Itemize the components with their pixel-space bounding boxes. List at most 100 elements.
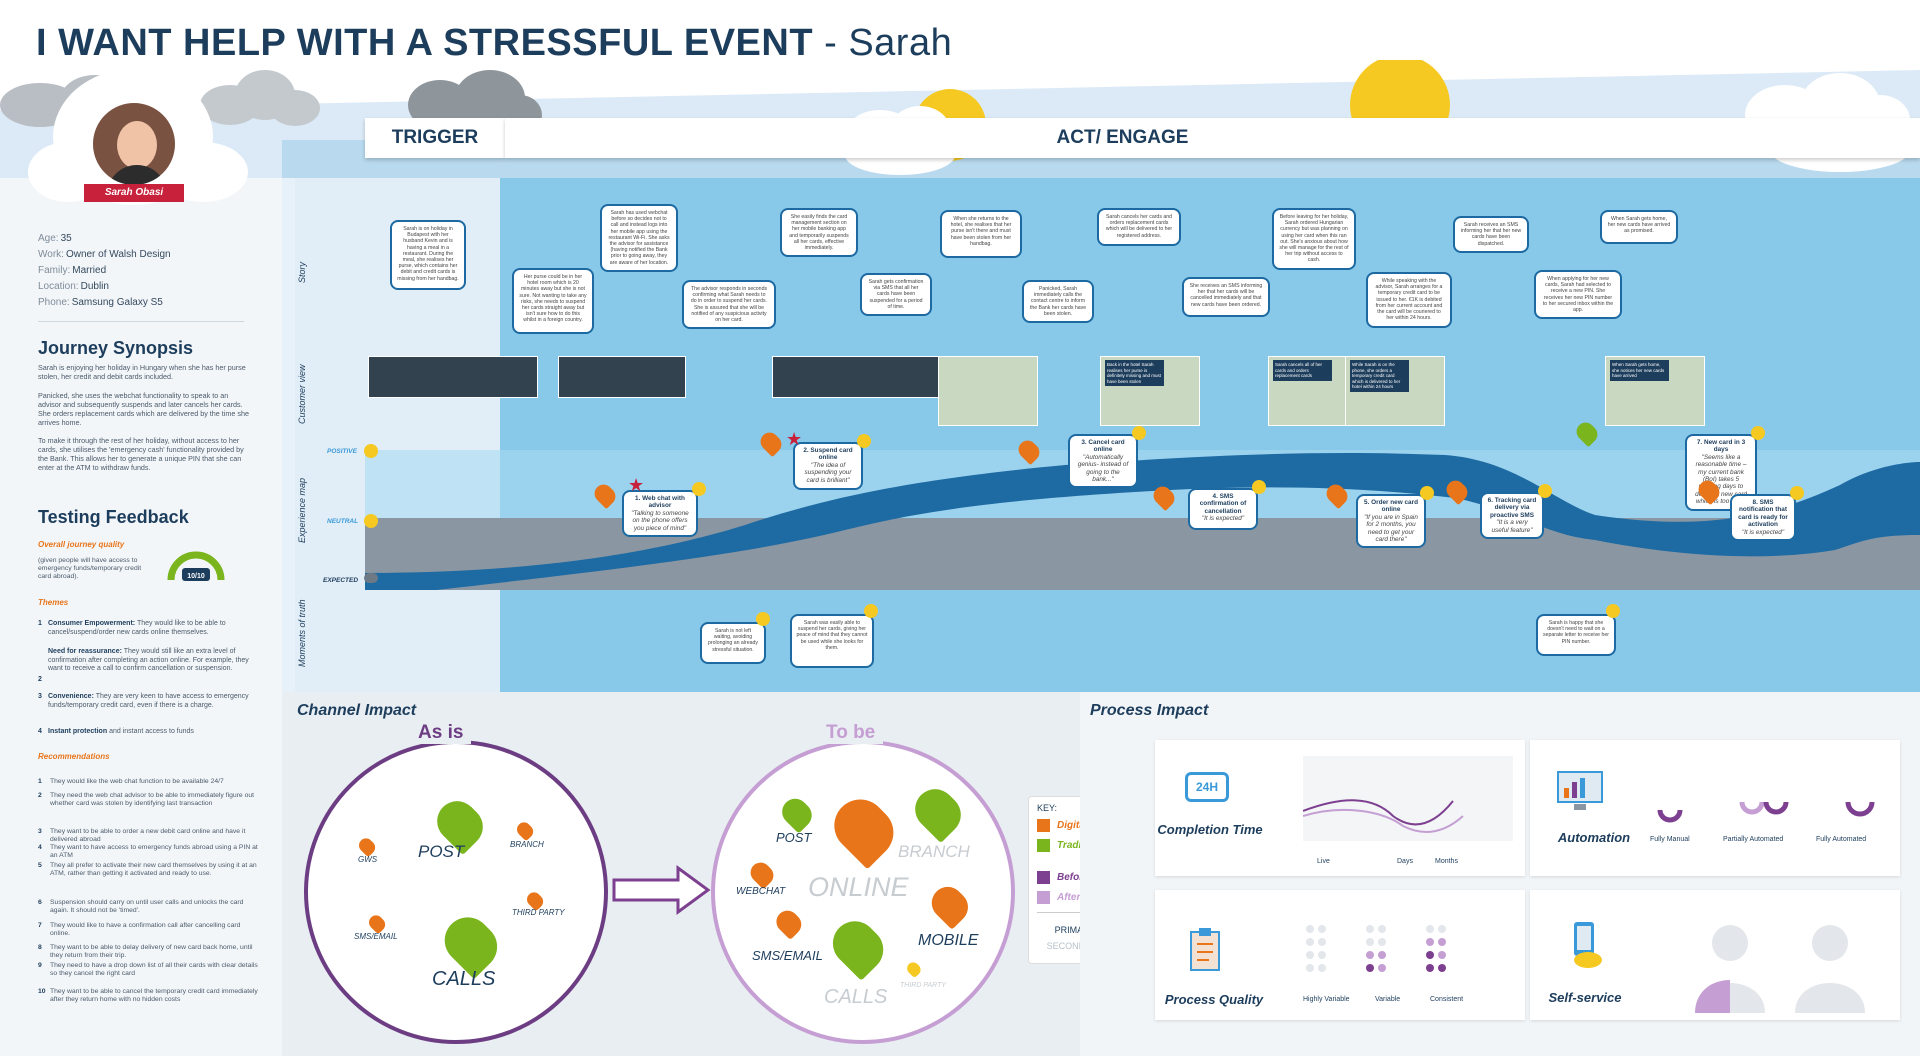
story-card: The advisor responds in seconds confirmi… — [682, 280, 776, 330]
story-card: When applying for her new cards, Sarah h… — [1534, 270, 1622, 320]
synopsis-p2: Panicked, she uses the webchat functiona… — [38, 391, 249, 427]
persona-field-key: Location: — [38, 281, 79, 292]
touchpoint-quote: "Automatically genius- instead of going … — [1077, 453, 1129, 484]
quality-label: Overall journey quality — [38, 540, 125, 549]
touchpoint-bubble: 6. Tracking card delivery via proactive … — [1480, 492, 1544, 540]
automation-label-full: Fully Automated — [1816, 836, 1867, 843]
sentiment-sun-icon — [857, 434, 871, 448]
sentiment-sun-icon — [1252, 480, 1266, 494]
to-be-channel-label: ONLINE — [808, 872, 909, 902]
customer-view-screenshot — [938, 356, 1038, 426]
story-card: Sarah cancels her cards and orders repla… — [1097, 208, 1181, 246]
as-is-channel-label: BRANCH — [510, 840, 544, 849]
recommendation-number: 10 — [38, 988, 46, 995]
recommendation-number: 9 — [38, 962, 42, 969]
clock-24h-icon: 24H — [1185, 772, 1229, 802]
expected-cloud-icon — [364, 573, 378, 583]
synopsis-title: Journey Synopsis — [38, 338, 194, 358]
automation-card: Automation Fully Manual Partially Automa… — [1530, 740, 1900, 876]
recommendation-text: They want to be able to cancel the tempo… — [50, 988, 258, 1003]
row-label-experience: Experience map — [297, 477, 307, 543]
star-icon: ★ — [628, 475, 645, 495]
title-suffix: - Sarah — [813, 22, 953, 64]
touchpoint-bubble: 5. Order new card online"If you are in S… — [1356, 494, 1426, 549]
as-is-label: As is — [410, 722, 472, 744]
customer-view-screenshot: Back in the hotel Sarah realises her pur… — [1100, 356, 1200, 426]
automation-title: Automation — [1557, 830, 1631, 845]
self-service-people — [1695, 925, 1865, 1013]
quality-gauge: 10/10 — [167, 551, 225, 581]
level-expected-label: EXPECTED — [323, 577, 359, 584]
story-card: Sarah receives an SMS informing her that… — [1453, 216, 1529, 253]
monitor-chart-icon — [1557, 771, 1603, 810]
theme-number: 2 — [38, 676, 42, 683]
touchpoint-title: 7. New card in 3 days — [1696, 439, 1746, 454]
touchpoint-bubble: 4. SMS confirmation of cancellation"It i… — [1188, 488, 1258, 530]
act-band — [500, 178, 1920, 692]
quality-label-consistent: Consistent — [1430, 996, 1464, 1003]
story-card: Her purse could be in her hotel room whi… — [512, 268, 594, 334]
process-quality-title: Process Quality — [1164, 992, 1264, 1007]
screenshot-caption: When Sarah gets home, she notices her ne… — [1610, 360, 1669, 381]
touchpoint-title: 5. Order new card online — [1364, 499, 1418, 514]
moment-of-truth-card: Sarah was easily able to suspend her car… — [790, 614, 874, 668]
process-quality-card: Process Quality Highly Variable Variable… — [1155, 890, 1525, 1020]
persona-field-row: Age:35 — [38, 233, 72, 244]
recommendation-number: 2 — [38, 792, 42, 799]
to-be-label: To be — [818, 722, 884, 744]
story-card: Panicked, Sarah immediately calls the co… — [1022, 280, 1094, 324]
sentiment-sun-icon — [1751, 426, 1765, 440]
key-after: After — [1057, 892, 1081, 903]
recommendation-item: 7 They would like to have a confirmation … — [38, 922, 258, 938]
themes-label: Themes — [38, 598, 69, 607]
theme-text: Instant protection and instant access to… — [48, 728, 258, 737]
stage-trigger-label: TRIGGER — [391, 127, 479, 148]
completion-curve — [1303, 756, 1513, 841]
customer-view-screenshot: While Sarah is on the phone, she orders … — [1345, 356, 1445, 426]
recommendation-number: 7 — [38, 922, 42, 929]
touchpoint-bubble: 2. Suspend card online"The idea of suspe… — [793, 442, 863, 490]
persona-field-key: Family: — [38, 265, 71, 276]
key-title: KEY: — [1037, 803, 1058, 813]
completion-label-months: Months — [1435, 858, 1458, 865]
to-be-channel-label: POST — [776, 830, 812, 845]
row-label-customer: Customer view — [297, 364, 307, 424]
avatar — [90, 100, 178, 188]
story-card: She easily finds the card management sec… — [780, 208, 858, 258]
recommendation-text: They would like to have a confirmation c… — [50, 922, 241, 937]
quality-label-variable: Variable — [1375, 996, 1401, 1003]
touchpoint-title: 8. SMS notification that card is ready f… — [1738, 499, 1788, 529]
quality-label-highly: Highly Variable — [1303, 996, 1350, 1003]
sentiment-sun-icon — [1420, 486, 1434, 500]
persona-field-value: 35 — [60, 233, 72, 244]
recommendation-text: They all prefer to activate their new ca… — [50, 862, 257, 877]
screenshot-caption: While Sarah is on the phone, she orders … — [1350, 360, 1409, 392]
key-traditional-swatch — [1037, 839, 1050, 852]
persona-field-value: Owner of Walsh Design — [65, 249, 171, 260]
recommendation-text: They want to be able to delay delivery o… — [50, 944, 253, 959]
synopsis-p3: To make it through the rest of her holid… — [38, 436, 244, 472]
completion-label-live: Live — [1317, 858, 1330, 865]
moment-of-truth-card: Sarah is happy that she doesn't need to … — [1536, 614, 1616, 656]
theme-number: 3 — [38, 693, 42, 700]
positive-sun-icon — [364, 444, 378, 458]
story-card: Sarah has used webchat before so decides… — [600, 204, 678, 272]
customer-view-screenshot: When Sarah gets home, she notices her ne… — [1605, 356, 1705, 426]
theme-text: Need for reassurance: They would still l… — [48, 648, 258, 674]
level-positive-label: POSITIVE — [327, 448, 357, 455]
to-be-channel-label: CALLS — [824, 986, 888, 1008]
moment-of-truth-card: Sarah is not left waiting, avoiding prol… — [700, 622, 766, 664]
quality-note: (given people will have access to emerge… — [38, 557, 142, 580]
story-card: When she returns to the hotel, she reali… — [940, 210, 1022, 258]
as-is-channel-label: CALLS — [432, 968, 496, 990]
persona-field-row: Phone:Samsung Galaxy S5 — [38, 297, 163, 308]
stage-act-label: ACT/ ENGAGE — [1056, 127, 1189, 148]
completion-time-title: Completion Time — [1157, 822, 1263, 837]
touchpoint-title: 1. Web chat with advisor — [635, 495, 685, 510]
touchpoint-title: 4. SMS confirmation of cancellation — [1199, 493, 1247, 515]
